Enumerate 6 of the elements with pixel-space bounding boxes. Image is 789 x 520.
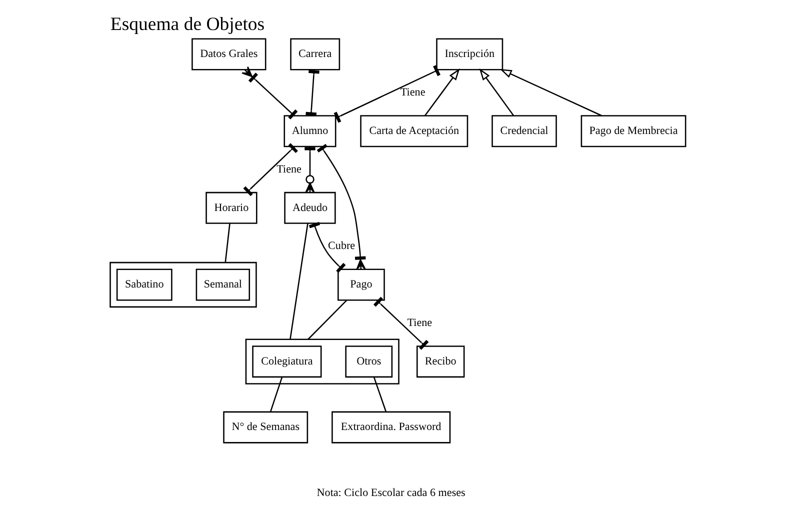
edge-label: Tiene (276, 163, 302, 176)
edge-label: Tiene (400, 86, 426, 99)
edge-label: Tiene (407, 317, 432, 330)
label: Nota: Ciclo Escolar cada 6 meses (316, 486, 466, 499)
edge-label: Cubre (328, 240, 356, 252)
diagram-title: Esquema de Objetos (110, 14, 265, 36)
